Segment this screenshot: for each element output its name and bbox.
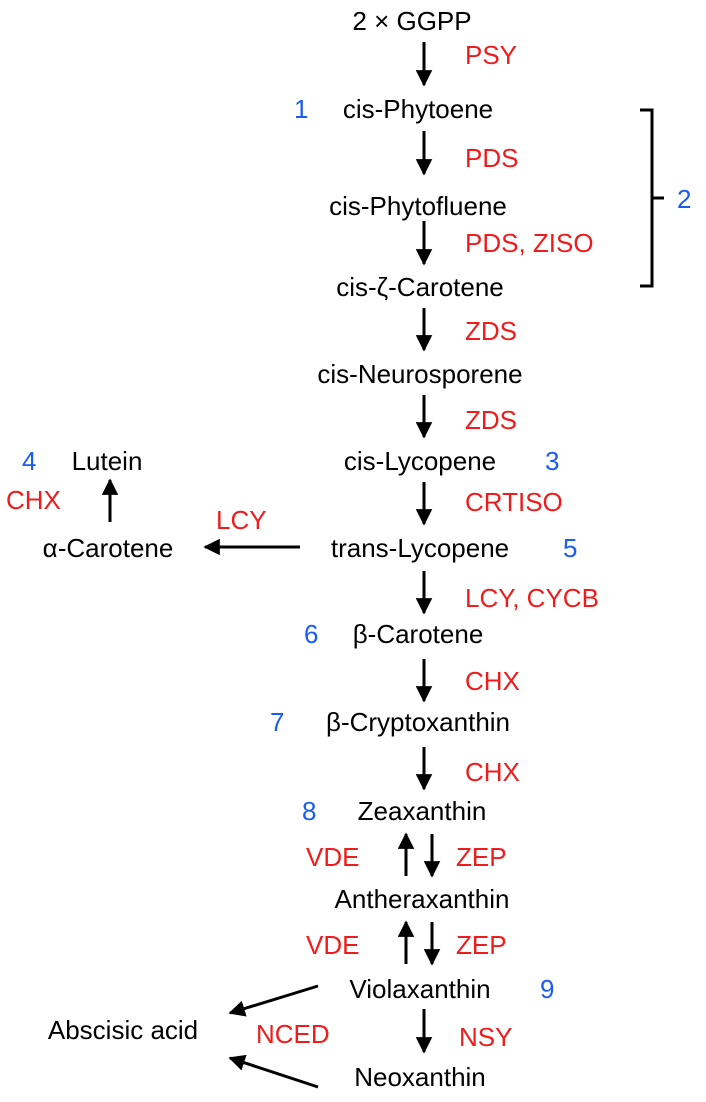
- metabolite-lutein: Lutein: [71, 446, 143, 476]
- label-number-2: 2: [677, 184, 692, 214]
- label-number-6: 6: [304, 619, 319, 649]
- enzyme-zds-1: ZDS: [465, 316, 517, 346]
- metabolite-cis-zeta-carotene: cis-ζ-Carotene: [336, 272, 504, 302]
- metabolite-alpha-carotene: α-Carotene: [42, 533, 174, 563]
- metabolite-beta-cryptoxanthin: β-Cryptoxanthin: [325, 707, 511, 737]
- enzyme-lcy-cycb: LCY, CYCB: [465, 583, 599, 613]
- enzyme-crtiso: CRTISO: [465, 487, 563, 517]
- enzyme-chx-lutein: CHX: [6, 485, 61, 515]
- enzyme-vde-1: VDE: [306, 842, 360, 872]
- enzyme-pds: PDS: [465, 143, 519, 173]
- enzyme-vde-2: VDE: [306, 930, 360, 960]
- label-number-5: 5: [563, 533, 578, 563]
- enzyme-chx-1: CHX: [465, 666, 520, 696]
- metabolite-abscisic-acid: Abscisic acid: [47, 1015, 199, 1045]
- enzyme-nsy: NSY: [459, 1022, 513, 1052]
- metabolite-zeaxanthin: Zeaxanthin: [357, 796, 487, 826]
- metabolite-ggpp: 2 × GGPP: [352, 6, 472, 36]
- arrow-neoxanthin-to-abscisic-acid: [228, 1054, 319, 1089]
- label-number-9: 9: [540, 974, 555, 1004]
- enzyme-chx-2: CHX: [465, 757, 520, 787]
- metabolite-cis-phytofluene: cis-Phytofluene: [329, 191, 507, 221]
- metabolite-beta-carotene: β-Carotene: [352, 619, 484, 649]
- metabolite-antheraxanthin: Antheraxanthin: [334, 884, 510, 914]
- metabolite-violaxanthin: Violaxanthin: [349, 974, 491, 1004]
- label-number-4: 4: [22, 446, 37, 476]
- label-number-8: 8: [302, 796, 317, 826]
- enzyme-zds-2: ZDS: [465, 405, 517, 435]
- metabolite-neoxanthin: Neoxanthin: [354, 1062, 486, 1092]
- arrow-violaxanthin-to-abscisic-acid: [228, 984, 319, 1017]
- label-number-7: 7: [270, 707, 285, 737]
- bracket-phytoene-to-zeta-carotene: [640, 108, 664, 288]
- metabolite-cis-neurosporene: cis-Neurosporene: [317, 359, 523, 389]
- enzyme-nced: NCED: [256, 1019, 330, 1049]
- label-number-3: 3: [545, 446, 560, 476]
- metabolite-cis-phytoene: cis-Phytoene: [342, 94, 494, 124]
- enzyme-pds-ziso: PDS, ZISO: [465, 228, 594, 258]
- enzyme-lcy-alpha: LCY: [216, 505, 267, 535]
- metabolite-cis-lycopene: cis-Lycopene: [343, 446, 497, 476]
- enzyme-zep-2: ZEP: [456, 930, 507, 960]
- enzyme-psy: PSY: [465, 40, 518, 70]
- metabolite-trans-lycopene: trans-Lycopene: [330, 533, 510, 563]
- enzyme-zep-1: ZEP: [456, 842, 507, 872]
- label-number-1: 1: [294, 94, 309, 124]
